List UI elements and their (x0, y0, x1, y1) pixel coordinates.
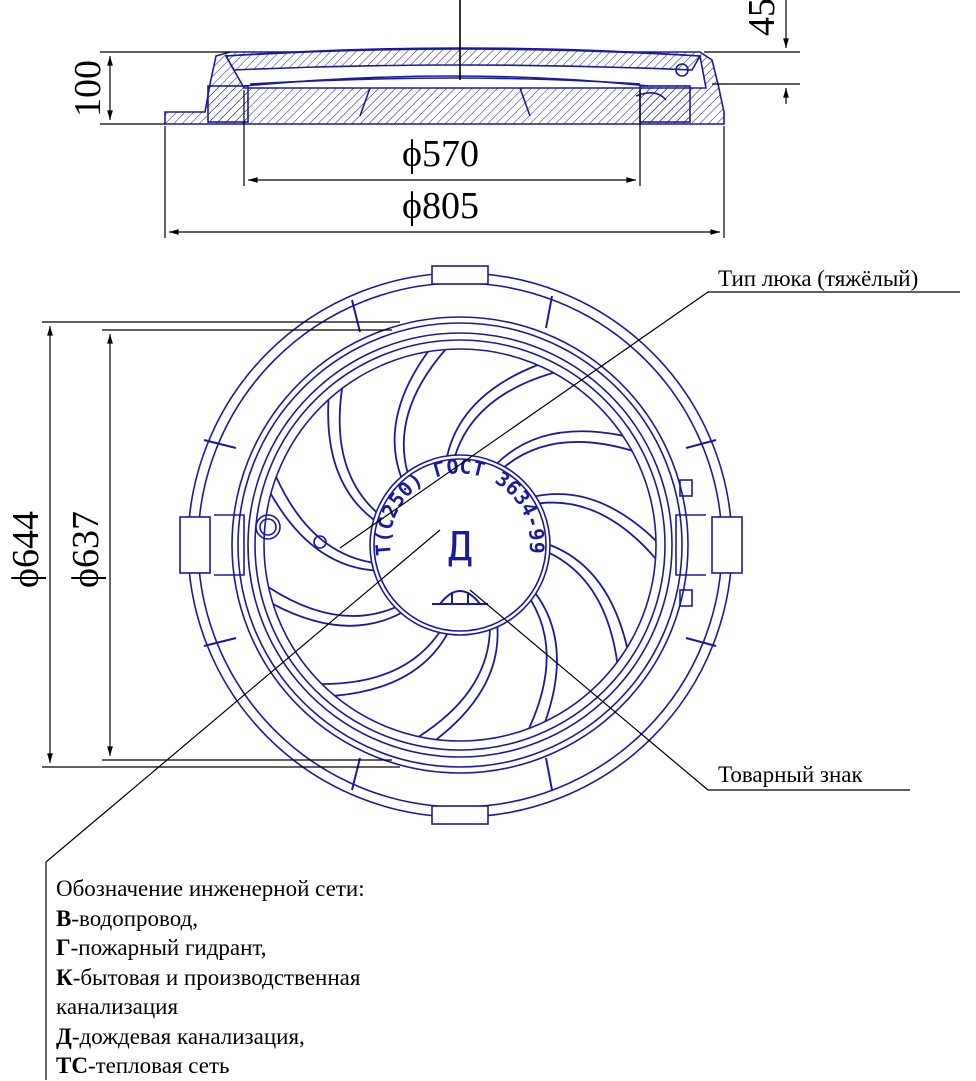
cover-rib (435, 626, 499, 741)
cover-rib (268, 586, 396, 617)
callout-type: Тип люка (тяжёлый) (718, 266, 918, 291)
cover-rib (504, 441, 633, 468)
cover-rib (454, 371, 554, 456)
cover-rib (496, 430, 623, 464)
cover-rib (549, 544, 628, 648)
plan-view (179, 265, 743, 825)
cover-rib (327, 399, 375, 521)
dim-d644: ϕ644 (5, 511, 47, 588)
cover-rib (338, 388, 377, 513)
cover-rib (270, 493, 374, 572)
legend-item: Д-дождевая канализация, (56, 1023, 305, 1049)
legend-item: Г-пожарный гидрант, (56, 935, 267, 960)
dim-d805: ϕ805 (402, 185, 479, 227)
dim-d570: ϕ570 (402, 133, 479, 175)
cover-rib (446, 364, 538, 457)
cover-rib (275, 476, 372, 564)
cover-rib (393, 351, 429, 478)
cover-rib (321, 632, 440, 685)
legend-item: ТС-тепловая сеть (56, 1053, 230, 1078)
legend-item: канализация (56, 994, 179, 1019)
dim-d637: ϕ637 (65, 511, 107, 588)
dim-45: 45 (741, 0, 783, 36)
legend-item: В-водопровод, (56, 905, 199, 931)
cover-rib (535, 493, 657, 542)
dim-height-100: 100 (67, 60, 109, 117)
cover-rib (334, 633, 448, 697)
section-dimensions (100, 0, 800, 238)
cover-rib (534, 593, 558, 722)
plan-dimensions (42, 291, 960, 1080)
cover-rib (272, 603, 402, 627)
callout-trademark: Товарный знак (718, 762, 864, 787)
cover-letter: Д (448, 524, 472, 570)
cover-rib (402, 348, 447, 473)
trademark-symbol (432, 590, 488, 605)
section-view (164, 0, 725, 125)
cover-rib (418, 629, 491, 738)
cover-rib (528, 599, 548, 729)
legend-title: Обозначение инженерной сети: (56, 876, 365, 901)
network-legend: Обозначение инженерной сети: В-водопрово… (56, 874, 576, 1081)
cover-rib (539, 501, 657, 560)
legend-item: К-бытовая и производственная (56, 964, 361, 990)
cover-rib (549, 552, 619, 663)
